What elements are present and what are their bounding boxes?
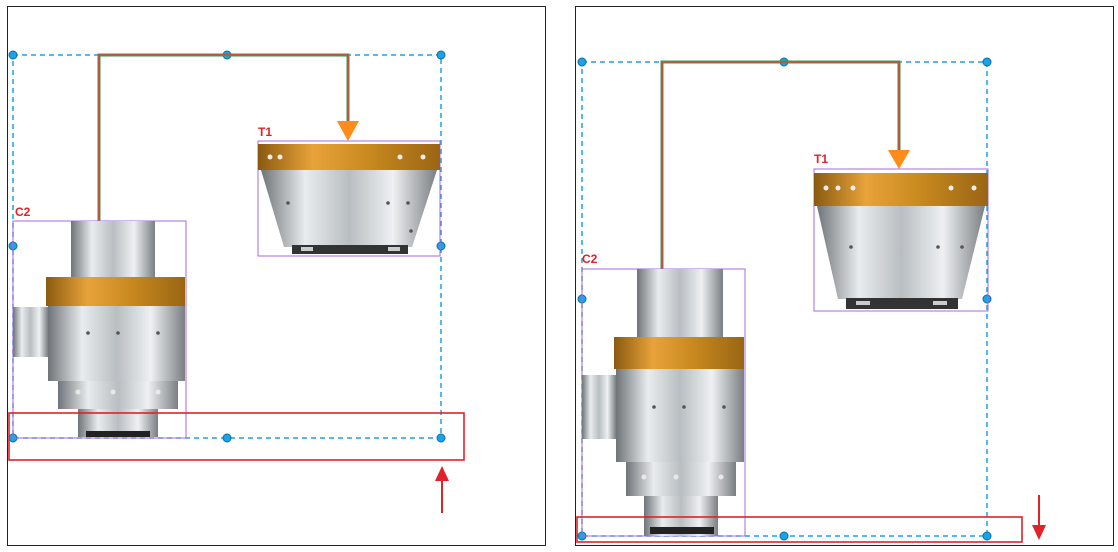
column-label: C2 — [582, 252, 598, 266]
resize-handle[interactable] — [436, 433, 446, 443]
diagram-canvas-right — [576, 57, 1046, 543]
resize-handle[interactable] — [436, 50, 446, 60]
highlight-region — [8, 412, 465, 461]
pipe-connection[interactable] — [97, 53, 359, 221]
column-label: C2 — [15, 205, 31, 219]
resize-handle[interactable] — [8, 50, 18, 60]
down-arrow-icon — [1032, 495, 1046, 540]
tank-label: T1 — [258, 125, 273, 139]
resize-handle[interactable] — [577, 57, 587, 67]
flow-arrow-icon — [337, 121, 359, 141]
tank-t1[interactable] — [257, 140, 441, 257]
column-c2[interactable] — [12, 220, 187, 439]
flow-arrow-icon — [888, 150, 910, 169]
column-c2[interactable] — [581, 268, 746, 537]
resize-handle[interactable] — [222, 433, 232, 443]
tank-label: T1 — [814, 152, 829, 166]
pipe-connection[interactable] — [660, 60, 910, 269]
resize-handle[interactable] — [436, 241, 446, 251]
resize-handle[interactable] — [982, 294, 992, 304]
up-arrow-icon — [435, 466, 449, 513]
panel-after: T1 C2 — [575, 6, 1114, 546]
diagram-canvas-left — [8, 50, 465, 513]
panel-before: T1 C2 — [7, 6, 546, 546]
resize-handle[interactable] — [779, 531, 789, 541]
resize-handle[interactable] — [982, 531, 992, 541]
tank-t1[interactable] — [813, 168, 989, 312]
resize-handle[interactable] — [982, 57, 992, 67]
highlight-region — [576, 516, 1023, 543]
